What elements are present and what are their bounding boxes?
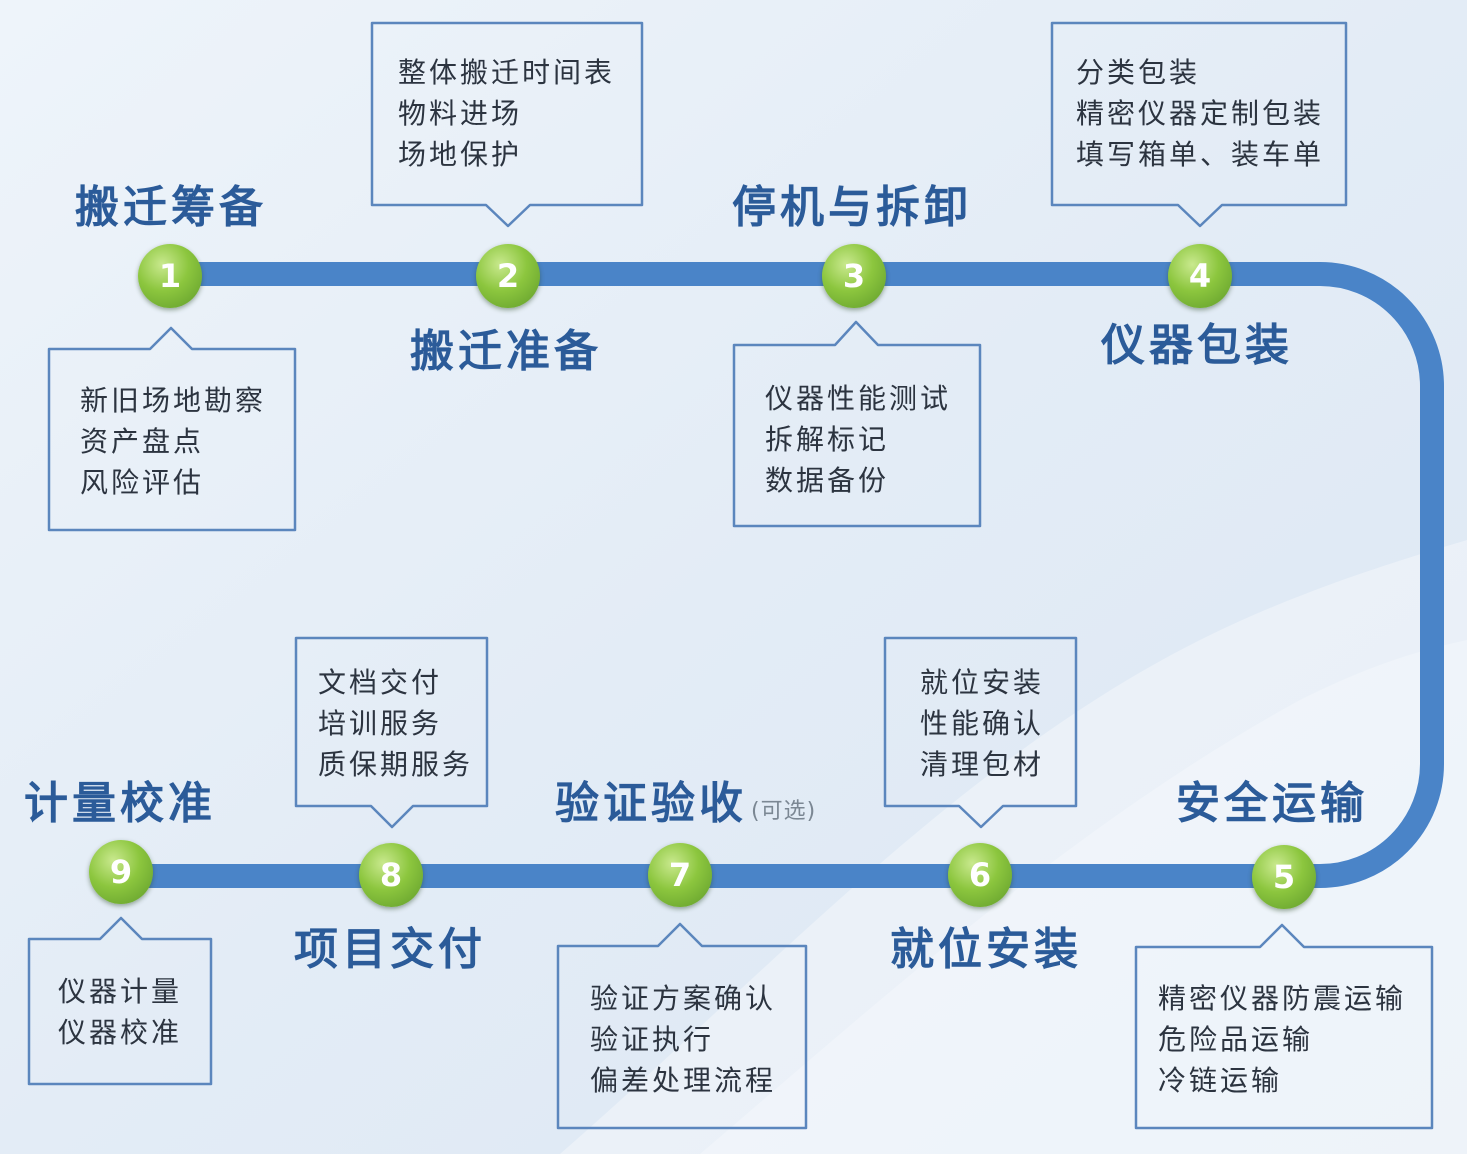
callout-box-5: [1134, 923, 1434, 1130]
step-title-1: 搬迁筹备: [75, 182, 267, 233]
background-wave: [560, 540, 1467, 1154]
step-title-2: 搬迁准备: [410, 326, 602, 377]
step-title-7: 验证验收(可选): [555, 782, 816, 826]
callout-text-3: 仪器性能测试 拆解标记 数据备份: [765, 378, 951, 501]
step-node-5: 5: [1252, 845, 1316, 909]
callout-text-8: 文档交付 培训服务 质保期服务: [318, 662, 473, 785]
list-item: 性能确认: [920, 707, 1045, 740]
list-item: 仪器性能测试: [765, 382, 952, 415]
list-item: 数据备份: [765, 464, 890, 497]
list-item: 清理包材: [920, 748, 1045, 781]
callout-box-1: [47, 326, 297, 532]
list-item: 危险品运输: [1158, 1023, 1314, 1056]
callout-text-2: 整体搬迁时间表 物料进场 场地保护: [398, 52, 615, 175]
step-node-9: 9: [89, 840, 153, 904]
callout-box-6: [883, 636, 1078, 829]
step-node-4: 4: [1168, 244, 1232, 308]
list-item: 新旧场地勘察: [80, 384, 267, 417]
list-item: 资产盘点: [80, 425, 205, 458]
step-title-3: 停机与拆卸: [732, 182, 972, 233]
list-item: 就位安装: [920, 666, 1045, 699]
list-item: 分类包装: [1076, 56, 1201, 89]
callout-text-7: 验证方案确认 验证执行 偏差处理流程: [590, 978, 776, 1101]
background-wave: [700, 640, 1467, 1154]
list-item: 填写箱单、装车单: [1076, 138, 1325, 171]
callout-text-4: 分类包装 精密仪器定制包装 填写箱单、装车单: [1076, 52, 1324, 175]
list-item: 验证方案确认: [590, 982, 777, 1015]
step-title-5: 安全运输: [1176, 778, 1368, 829]
callout-text-9: 仪器计量 仪器校准: [58, 971, 182, 1053]
list-item: 风险评估: [80, 466, 205, 499]
list-item: 场地保护: [398, 138, 523, 171]
list-item: 拆解标记: [765, 423, 890, 456]
step-title-8: 项目交付: [294, 924, 486, 975]
callout-box-4: [1050, 21, 1348, 228]
list-item: 整体搬迁时间表: [398, 56, 616, 89]
callout-box-2: [370, 21, 644, 228]
list-item: 验证执行: [590, 1023, 715, 1056]
list-item: 培训服务: [318, 707, 443, 740]
callout-box-3: [732, 320, 982, 528]
callout-text-6: 就位安装 性能确认 清理包材: [920, 662, 1044, 785]
list-item: 精密仪器防震运输: [1158, 982, 1407, 1015]
list-item: 质保期服务: [318, 748, 474, 781]
list-item: 精密仪器定制包装: [1076, 97, 1325, 130]
step-title-9: 计量校准: [24, 778, 216, 829]
callout-text-1: 新旧场地勘察 资产盘点 风险评估: [80, 380, 266, 503]
list-item: 物料进场: [398, 97, 523, 130]
step-node-7: 7: [648, 843, 712, 907]
step-node-6: 6: [948, 843, 1012, 907]
step-node-1: 1: [138, 244, 202, 308]
callout-text-5: 精密仪器防震运输 危险品运输 冷链运输: [1158, 978, 1406, 1101]
callout-box-8: [294, 636, 489, 829]
process-track: [108, 262, 1444, 888]
step-title-7-text: 验证验收: [555, 778, 747, 829]
list-item: 仪器计量: [58, 975, 183, 1008]
step-title-6: 就位安装: [890, 924, 1082, 975]
callout-box-7: [556, 922, 808, 1130]
step-node-8: 8: [359, 843, 423, 907]
list-item: 偏差处理流程: [590, 1064, 777, 1097]
step-node-3: 3: [822, 244, 886, 308]
step-title-4: 仪器包装: [1101, 320, 1293, 371]
list-item: 仪器校准: [58, 1016, 183, 1049]
callout-box-9: [27, 916, 213, 1086]
step-node-2: 2: [476, 244, 540, 308]
list-item: 文档交付: [318, 666, 443, 699]
list-item: 冷链运输: [1158, 1064, 1283, 1097]
step-title-7-subtitle: (可选): [751, 799, 817, 824]
